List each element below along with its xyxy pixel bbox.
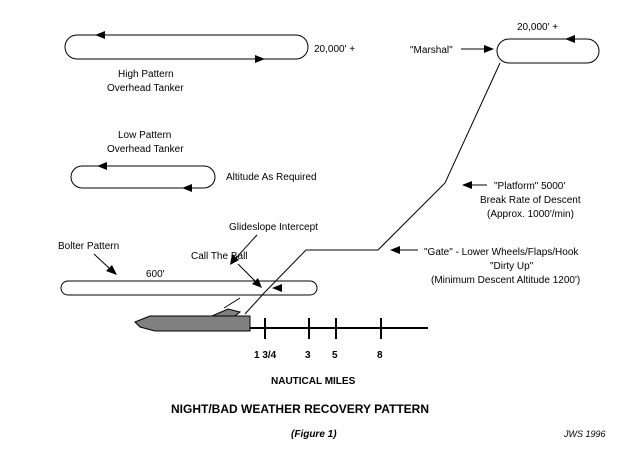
scale-tick-label-8: 8 [377, 350, 383, 361]
figure-label: (Figure 1) [291, 429, 337, 440]
gate-label-1: "Gate" - Lower Wheels/Flaps/Hook [424, 247, 579, 258]
high-pattern-label-1: High Pattern [118, 69, 174, 80]
scale-axis-label: NAUTICAL MILES [271, 376, 356, 387]
bolter-pattern-track [60, 280, 318, 296]
marshal-label: "Marshal" [410, 45, 453, 56]
marshal-altitude-label: 20,000' + [517, 22, 558, 33]
marshal-pointer-arrow [484, 45, 494, 53]
high-pattern-arrow-top [95, 31, 105, 39]
low-pattern-track [70, 165, 216, 189]
low-pattern-label-1: Low Pattern [118, 130, 171, 141]
high-pattern-arrow-bottom [255, 55, 265, 63]
platform-label-1: "Platform" 5000' [494, 181, 565, 192]
gate-label-2: "Dirty Up" [490, 261, 534, 272]
platform-label-2: Break Rate of Descent [480, 195, 581, 206]
carrier-ship [134, 297, 251, 332]
scale-tick-label-5: 5 [332, 350, 338, 361]
high-pattern-label-2: Overhead Tanker [107, 83, 184, 94]
bolter-altitude-label: 600' [146, 269, 165, 280]
bolter-pointer-arrow [106, 265, 117, 275]
bolter-pointer-line [93, 253, 110, 269]
low-pattern-label-2: Overhead Tanker [107, 144, 184, 155]
low-pattern-arrow-bottom [182, 184, 192, 192]
diagram-title: NIGHT/BAD WEATHER RECOVERY PATTERN [171, 402, 429, 416]
low-pattern-arrow-top [97, 162, 107, 170]
altitude-as-required-label: Altitude As Required [226, 172, 317, 183]
marshal-track-arrow [565, 35, 575, 43]
gate-label-3: (Minimum Descent Altitude 1200') [431, 275, 580, 286]
glideslope-pointer-arrow [230, 254, 239, 265]
platform-label-3: (Approx. 1000'/min) [487, 209, 574, 220]
credit-label: JWS 1996 [563, 429, 606, 439]
call-the-ball-label: Call The Ball [191, 251, 248, 262]
high-altitude-label: 20,000' + [314, 44, 355, 55]
descent-path [264, 62, 501, 293]
glideslope-path [244, 291, 266, 315]
scale-tick-label-3: 3 [305, 350, 311, 361]
high-pattern-track [64, 34, 309, 60]
marshal-track [496, 38, 600, 64]
gate-pointer-arrow [390, 246, 400, 254]
glideslope-pointer-line [235, 234, 258, 259]
platform-pointer-arrow [462, 181, 472, 189]
call-the-ball-pointer-line [237, 263, 256, 282]
scale-tick-label-1-3-4: 1 3/4 [254, 350, 277, 361]
call-the-ball-pointer-arrow [252, 278, 262, 288]
bolter-track-arrow [272, 284, 282, 292]
glideslope-intercept-label: Glideslope Intercept [229, 222, 318, 233]
bolter-pattern-label: Bolter Pattern [58, 241, 119, 252]
